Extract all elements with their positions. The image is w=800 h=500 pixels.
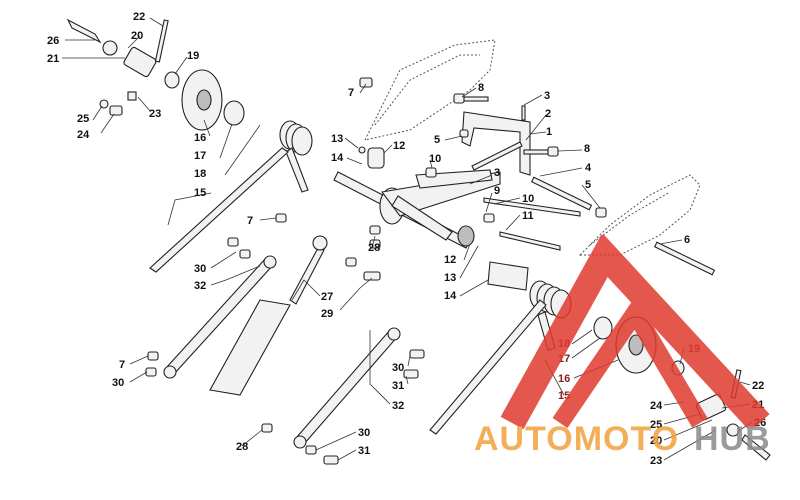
callout-18a: 18 <box>194 168 206 180</box>
callout-19a: 19 <box>187 50 199 62</box>
leader-lines <box>62 17 753 461</box>
callout-30a: 30 <box>194 263 206 275</box>
callout-5b: 5 <box>585 179 591 191</box>
callout-30c: 30 <box>392 362 404 374</box>
callout-16b: 16 <box>558 373 570 385</box>
callout-7b: 7 <box>247 215 253 227</box>
callout-2: 2 <box>545 108 551 120</box>
callout-14b: 14 <box>444 290 457 302</box>
callout-16a: 16 <box>194 132 206 144</box>
callout-7c: 7 <box>119 359 125 371</box>
callout-13a: 13 <box>331 133 343 145</box>
callout-13b: 13 <box>444 272 456 284</box>
callout-11: 11 <box>522 210 534 222</box>
callout-20b: 20 <box>650 435 662 447</box>
rail-upper <box>364 39 496 141</box>
link-arm-32-upper <box>163 255 277 379</box>
callout-8a: 8 <box>478 82 484 94</box>
logo-triangle-inner <box>552 296 708 429</box>
shock-absorber <box>209 235 328 396</box>
idler-wheel-left <box>66 18 245 131</box>
callout-1: 1 <box>546 126 552 138</box>
callout-27: 27 <box>321 291 333 303</box>
callout-10b: 10 <box>522 193 534 205</box>
callout-25a: 25 <box>77 113 89 125</box>
callout-24a: 24 <box>77 129 90 141</box>
callout-22a: 22 <box>133 11 145 23</box>
callout-3b: 3 <box>494 167 500 179</box>
callout-30b: 30 <box>112 377 124 389</box>
callout-28a: 28 <box>368 242 380 254</box>
callout-17a: 17 <box>194 150 206 162</box>
callout-15a: 15 <box>194 187 206 199</box>
callout-31a: 31 <box>392 380 404 392</box>
callout-23b: 23 <box>650 455 662 467</box>
callout-9: 9 <box>494 185 500 197</box>
callout-26a: 26 <box>47 35 59 47</box>
torsion-spring-left <box>149 120 313 273</box>
hardware <box>145 77 716 465</box>
callout-31b: 31 <box>358 445 370 457</box>
callout-22b: 22 <box>752 380 764 392</box>
logo-triangle-outer <box>500 235 770 432</box>
callout-32a: 32 <box>194 280 206 292</box>
callout-20a: 20 <box>131 30 143 42</box>
callout-29: 29 <box>321 308 333 320</box>
right-torsion-spring <box>429 280 572 435</box>
callout-25b: 25 <box>650 419 662 431</box>
callout-12b: 12 <box>444 254 456 266</box>
callout-12a: 12 <box>393 140 405 152</box>
logo-word-hub: HUB <box>694 420 771 458</box>
callout-14a: 14 <box>331 152 344 164</box>
automotohub-watermark-logo: AUTOMOTO HUB <box>474 235 771 458</box>
callout-5a: 5 <box>434 134 440 146</box>
link-arm-32-lower <box>293 327 401 449</box>
callout-23a: 23 <box>149 108 161 120</box>
callout-6: 6 <box>684 234 690 246</box>
callout-4: 4 <box>585 162 592 174</box>
callout-8b: 8 <box>584 143 590 155</box>
callout-7a: 7 <box>348 87 354 99</box>
callout-24b: 24 <box>650 400 663 412</box>
callout-30d: 30 <box>358 427 370 439</box>
callout-3a: 3 <box>544 90 550 102</box>
callout-21a: 21 <box>47 53 59 65</box>
logo-word-automoto: AUTOMOTO <box>474 420 679 458</box>
callout-32b: 32 <box>392 400 404 412</box>
callout-28b: 28 <box>236 441 248 453</box>
callout-10a: 10 <box>429 153 441 165</box>
